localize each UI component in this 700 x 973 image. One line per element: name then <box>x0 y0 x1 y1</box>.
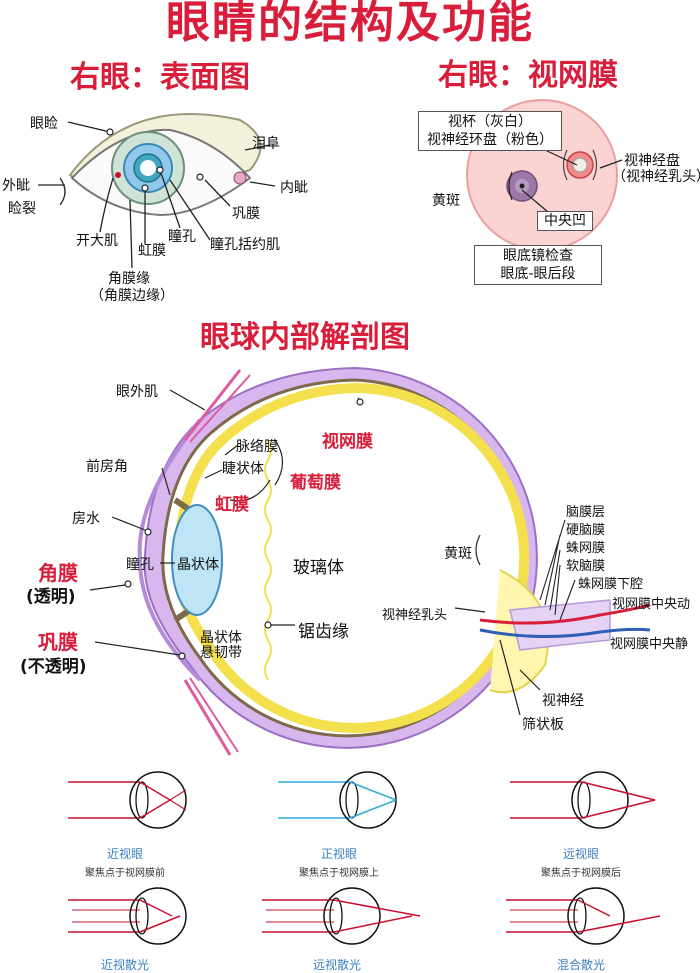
label-limbus: 角膜缘 <box>108 271 150 287</box>
label-iris-surface: 虹膜 <box>138 243 166 259</box>
refraction-diagrams <box>68 771 661 945</box>
label-cornea: 角膜 <box>38 561 78 585</box>
label-lamina: 筛状板 <box>522 717 564 733</box>
label-cornea-note: (透明) <box>26 587 76 607</box>
label-macula: 黄斑 <box>444 546 472 562</box>
label-optic-papilla: 视神经乳头 <box>382 608 448 623</box>
vision-title-hyperopic-astig: 远视散光 <box>312 958 361 972</box>
surface-heading: 右眼：表面图 <box>70 60 250 95</box>
label-eyelid: 眼睑 <box>30 116 58 132</box>
label-aqueous: 房水 <box>72 511 100 527</box>
label-macula-retina: 黄斑 <box>432 193 460 209</box>
myopic-astigmatism-diagram <box>68 887 187 945</box>
label-exam-2: 眼底-眼后段 <box>500 266 576 282</box>
label-sclera-note: (不透明) <box>20 657 87 677</box>
label-rim: 视神经环盘（粉色） <box>427 132 553 148</box>
surface-eye-drawing <box>38 113 276 269</box>
label-iris: 虹膜 <box>215 495 249 515</box>
vision-sub-myopia: 聚焦点于视网膜前 <box>85 868 165 879</box>
label-optic-nerve: 视神经 <box>542 693 584 709</box>
label-pia: 软脑膜 <box>566 559 606 574</box>
label-cup: 视杯（灰白） <box>448 114 532 130</box>
mixed-astigmatism-diagram <box>506 887 661 945</box>
label-pupil-surface: 瞳孔 <box>168 229 196 245</box>
label-inner-canthus: 内眦 <box>280 180 308 196</box>
label-subarachnoid: 蛛网膜下腔 <box>578 577 644 592</box>
vision-title-myopia: 近视眼 <box>106 847 143 861</box>
hyperopic-astigmatism-diagram <box>262 887 421 945</box>
label-dura2: 硬脑膜 <box>566 523 606 538</box>
eyeball-anatomy-drawing <box>89 366 651 756</box>
label-uvea: 葡萄膜 <box>290 473 341 493</box>
label-outer-canthus: 外眦 <box>2 178 30 194</box>
label-ciliary: 睫状体 <box>222 461 264 477</box>
label-optic-disc-alt: （视神经乳头） <box>612 169 700 185</box>
label-pupil: 瞳孔 <box>126 557 154 573</box>
hyperopia-diagram <box>510 771 656 829</box>
label-zonule-1: 晶状体 <box>200 630 242 646</box>
cup-rim-box: 视杯（灰白） 视神经环盘（粉色） <box>418 111 562 151</box>
label-exam-1: 眼底镜检查 <box>503 248 573 264</box>
vision-sub-emmetropia: 聚焦点于视网膜上 <box>299 868 379 879</box>
label-vein: 视网膜中央静 <box>610 637 689 652</box>
label-palpebral-fissure: 睑裂 <box>8 201 36 217</box>
label-sclera-surface: 巩膜 <box>232 206 260 222</box>
label-retina: 视网膜 <box>322 432 373 452</box>
label-lacrimal: 泪阜 <box>252 136 280 152</box>
label-sphincter: 瞳孔括约肌 <box>210 237 280 253</box>
label-fovea: 中央凹 <box>537 211 593 231</box>
vision-title-hyperopia: 远视眼 <box>562 847 599 861</box>
label-zonule-2: 悬韧带 <box>200 645 242 661</box>
label-optic-disc: 视神经盘 <box>624 153 680 169</box>
emmetropia-diagram <box>278 771 397 829</box>
label-ora: 锯齿缘 <box>298 622 349 642</box>
label-dilator: 开大肌 <box>76 233 118 249</box>
label-vitreous: 玻璃体 <box>293 558 344 578</box>
vision-title-myopic-astig: 近视散光 <box>100 958 149 972</box>
label-choroid: 脉络膜 <box>236 439 278 455</box>
vision-title-mixed-astig: 混合散光 <box>556 958 605 972</box>
label-sclera: 巩膜 <box>38 630 78 654</box>
label-artery: 视网膜中央动 <box>612 597 691 612</box>
myopia-diagram <box>68 771 187 829</box>
fundus-exam-box: 眼底镜检查 眼底-眼后段 <box>474 245 602 285</box>
retina-heading: 右眼：视网膜 <box>438 58 618 93</box>
label-angle: 前房角 <box>86 459 128 475</box>
label-dura1: 脑膜层 <box>566 505 606 520</box>
page-title: 眼睛的结构及功能 <box>166 0 534 48</box>
label-extraocular: 眼外肌 <box>116 384 158 400</box>
vision-title-emmetropia: 正视眼 <box>320 847 357 861</box>
vision-sub-hyperopia: 聚焦点于视网膜后 <box>541 868 621 879</box>
label-limbus-alt: （角膜边缘） <box>90 288 174 304</box>
label-lens: 晶状体 <box>177 557 219 573</box>
label-arachnoid: 蛛网膜 <box>566 541 606 556</box>
anatomy-heading: 眼球内部解剖图 <box>200 320 410 355</box>
